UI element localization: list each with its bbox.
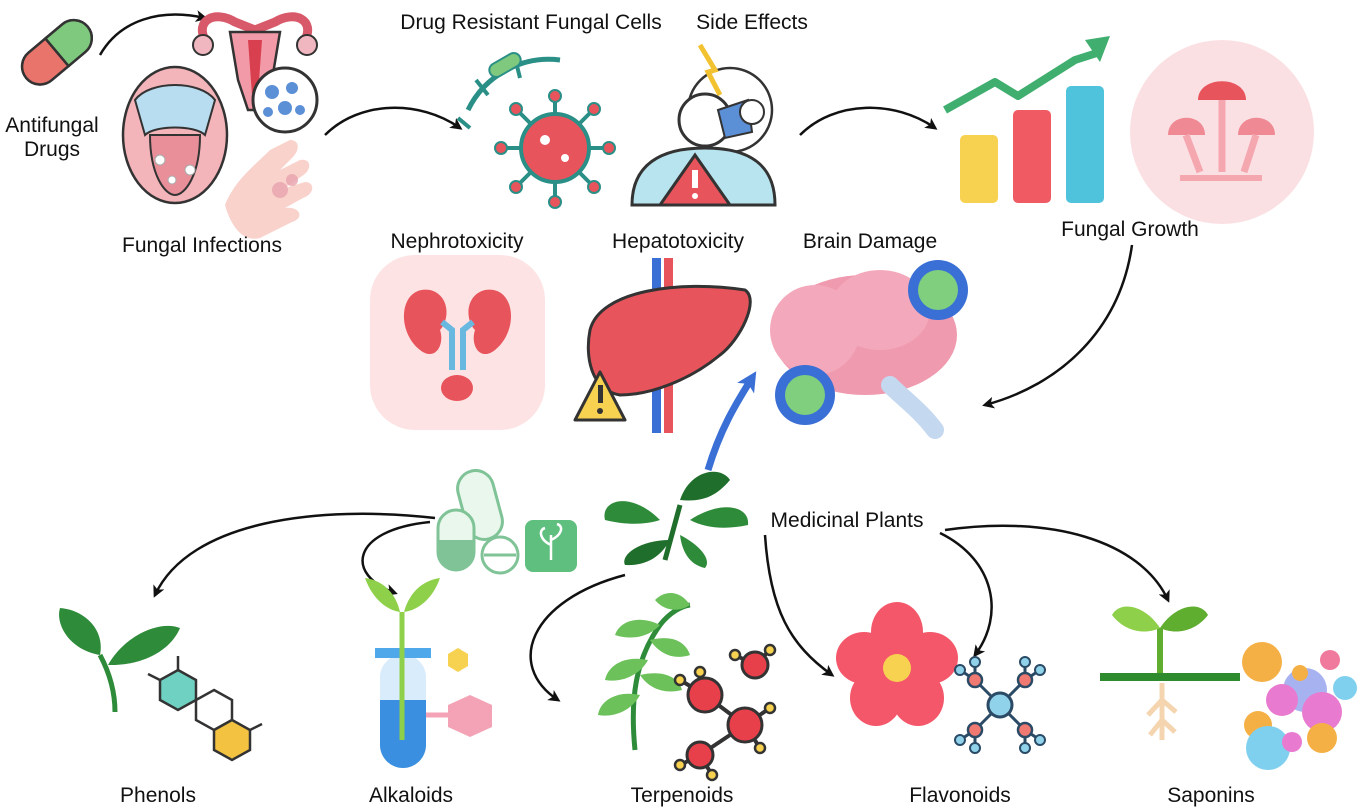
label-terpenoids: Terpenoids	[630, 784, 734, 807]
arrow-drugs-to-infections	[98, 10, 208, 56]
label-hepatotoxicity: Hepatotoxicity	[612, 230, 744, 253]
network-molecule-icon	[954, 656, 1046, 754]
label-saponins: Saponins	[1167, 784, 1255, 807]
label-side-effects: Side Effects	[696, 11, 808, 34]
label-nephrotoxicity: Nephrotoxicity	[390, 230, 524, 253]
sick-person-icon	[630, 43, 777, 207]
label-fungal-growth: Fungal Growth	[1061, 218, 1199, 241]
mushroom-icon	[1130, 40, 1314, 224]
bubbles-icon	[1242, 642, 1357, 770]
fungal-cell-2	[775, 365, 835, 425]
label-alkaloids: Alkaloids	[368, 784, 454, 807]
arrow-infections-to-resistance	[324, 106, 463, 136]
arrow-to-flavonoids	[763, 534, 835, 677]
hand-rash-icon	[225, 140, 313, 239]
bar-chart-icon	[943, 36, 1110, 203]
flower-icon	[836, 602, 958, 726]
arrow-to-terpenoids	[529, 573, 626, 702]
label-fungal-infections: Fungal Infections	[122, 234, 282, 257]
arrow-growth-to-brain	[982, 244, 1134, 409]
fungal-cell-1	[908, 260, 968, 320]
arrow-plants-to-brain	[704, 371, 757, 472]
plant-leaves-icon	[604, 471, 749, 568]
liver-icon	[573, 258, 752, 433]
label-flavonoids: Flavonoids	[909, 784, 1011, 807]
capsule-icon	[20, 18, 94, 86]
supplement-pills-icon	[436, 469, 577, 575]
kidney-icon	[370, 255, 545, 430]
molecule-icon-terpenoids	[673, 643, 777, 782]
label-antifungal-drugs: Antifungal Drugs	[5, 114, 99, 162]
arrow-to-flavonoids-2	[939, 531, 993, 658]
brain-icon	[770, 260, 968, 439]
label-phenols: Phenols	[120, 784, 196, 807]
virus-icon	[456, 52, 616, 209]
mouth-icon	[121, 65, 229, 205]
molecule-icon-phenols	[147, 656, 263, 762]
root-sprout-icon	[1100, 606, 1240, 740]
label-medicinal-plants: Medicinal Plants	[770, 509, 924, 532]
label-brain-damage: Brain Damage	[802, 230, 938, 253]
branch-icon	[598, 593, 691, 751]
magnifier-icon	[251, 66, 319, 134]
test-tube-icon	[365, 578, 492, 768]
arrow-side-effects-to-growth	[799, 106, 938, 136]
sprout-icon	[59, 608, 180, 713]
label-drug-resistant: Drug Resistant Fungal Cells	[400, 11, 662, 34]
arrow-to-saponins	[944, 524, 1170, 603]
arrow-to-phenols	[153, 512, 436, 598]
